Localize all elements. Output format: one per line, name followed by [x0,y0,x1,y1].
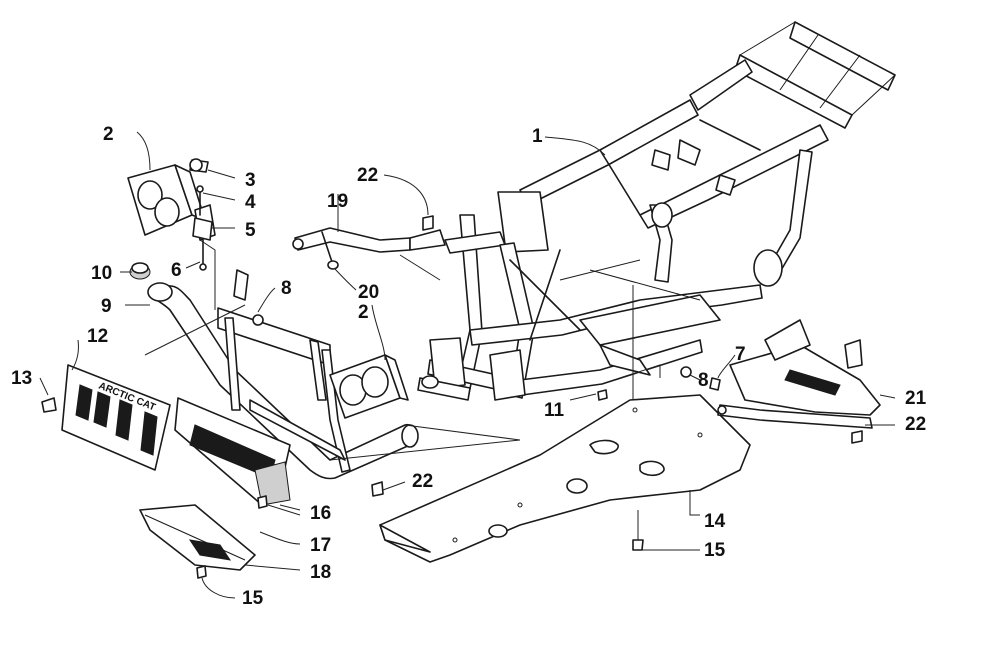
callout-13: 13 [11,368,32,389]
callout-21: 21 [905,388,927,409]
bolt-15a-icon [196,565,207,579]
nut-8b-icon [680,366,692,378]
callout-5: 5 [245,220,256,241]
callout-8-front: 8 [281,278,292,299]
callout-17: 17 [310,535,331,556]
callout-11: 11 [544,400,565,421]
callout-15-rear: 15 [704,540,726,561]
callout-22-middle: 22 [412,471,433,492]
callout-3: 3 [245,170,256,191]
bolt-11-icon [597,389,608,401]
callout-2-upper: 2 [103,124,114,145]
bolt-22a-icon [371,481,384,497]
side-bracket [292,227,446,253]
callout-10: 10 [91,263,112,284]
headlight-hardware [189,158,213,271]
bolt-22c-icon [851,430,863,444]
front-skid-plate [139,504,256,571]
grille-insert [174,397,291,506]
headlight-lower [329,354,409,419]
bolt-20 [321,231,339,270]
callout-9: 9 [101,296,112,317]
callout-18: 18 [310,562,331,583]
callout-7: 7 [735,344,746,365]
callout-12: 12 [87,326,108,347]
washer-7-icon [709,377,721,391]
leader-lines [39,131,896,599]
bolt-15b-icon [632,539,644,551]
fasteners [41,215,863,579]
bolt-13-icon [41,397,57,413]
main-frame [417,21,896,401]
callout-22-right: 22 [905,414,926,435]
callout-19: 19 [327,191,348,212]
callout-14: 14 [704,511,726,532]
callout-6: 6 [171,260,182,281]
callout-2-lower: 2 [358,302,369,323]
grommet [129,262,151,280]
headlight-upper [127,164,216,241]
callout-20: 20 [358,282,379,303]
front-bumper [147,269,419,480]
callout-4: 4 [245,192,256,213]
nut-8a-icon [252,314,264,326]
callout-8-rear: 8 [698,370,709,391]
front-grille-panel: ARCTIC CAT [61,364,171,471]
bolt-22b-icon [422,215,434,231]
callout-16: 16 [310,503,331,524]
callout-15-front: 15 [242,588,264,609]
footrest [717,319,881,429]
callout-labels: 1 2 2 3 4 5 6 7 8 8 9 10 11 12 13 14 15 … [11,124,927,609]
main-skid-plate [379,394,751,563]
callout-22-top: 22 [357,165,378,186]
callout-1: 1 [532,126,543,147]
bolt-17-icon [257,495,268,509]
